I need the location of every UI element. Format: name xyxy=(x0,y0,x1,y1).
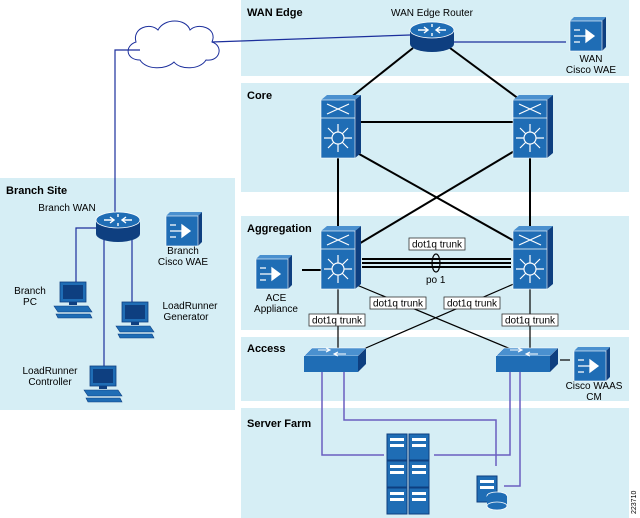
access-left-switch-icon xyxy=(303,347,367,373)
ace-appliance-icon xyxy=(255,254,293,290)
tag-box-left-down-trunk xyxy=(308,313,366,327)
link-cloud-to-wan-router xyxy=(211,34,411,43)
agg-left-switch-icon xyxy=(320,225,362,290)
wan-wae-label-line1: WAN xyxy=(580,54,603,65)
agg-right-switch-icon xyxy=(512,225,554,290)
zone-label-access: Access xyxy=(247,343,286,355)
lr-controller-label-line1: LoadRunner xyxy=(22,366,78,377)
lr-generator-label-line2: Generator xyxy=(163,312,209,323)
link-core-right-agg-left xyxy=(351,149,517,249)
zone-label-server-farm: Server Farm xyxy=(247,418,311,430)
zone-label-aggregation: Aggregation xyxy=(247,223,312,235)
zone-label-core: Core xyxy=(247,90,272,102)
link-wan-router-core-right xyxy=(449,47,524,103)
lr-controller-label-line2: Controller xyxy=(28,377,72,388)
wan-wae-icon xyxy=(569,16,607,52)
core-right-switch-icon xyxy=(512,94,554,159)
branch-wan-label: Branch WAN xyxy=(38,203,95,214)
tag-box-cross-trunk-right xyxy=(443,296,501,310)
tag-cross-trunk-right: dot1q trunk xyxy=(447,299,498,310)
link-cloud-to-branch xyxy=(114,49,140,220)
waas-cm-label-line1: Cisco WAAS xyxy=(566,381,623,392)
zone-aggregation xyxy=(241,216,629,330)
zone-server-farm xyxy=(241,408,629,518)
tag-box-right-down-trunk xyxy=(501,313,559,327)
tag-box-cross-trunk-left xyxy=(369,296,427,310)
zone-label-branch-site: Branch Site xyxy=(6,185,67,197)
branch-wae-icon xyxy=(165,211,203,247)
tag-box-agg-trunk xyxy=(408,237,466,251)
ace-label-line2: Appliance xyxy=(254,304,298,315)
branch-wae-label-line1: Branch xyxy=(167,246,199,257)
tag-right-down-trunk: dot1q trunk xyxy=(505,316,556,327)
tag-cross-trunk-left: dot1q trunk xyxy=(373,299,424,310)
branch-pc-label-line1: Branch xyxy=(14,286,46,297)
link-acc-left-to-servers-2 xyxy=(343,372,497,466)
ace-label-line1: ACE xyxy=(266,293,287,304)
link-acc-left-to-servers-1 xyxy=(321,372,384,456)
link-wan-router-core-left xyxy=(344,47,414,103)
branch-wae-label-line2: Cisco WAE xyxy=(158,257,209,268)
tag-port-channel: po 1 xyxy=(426,275,446,286)
link-branch-to-pc xyxy=(75,227,98,282)
link-core-left-agg-right xyxy=(351,149,517,243)
tag-left-down-trunk: dot1q trunk xyxy=(312,316,363,327)
core-left-switch-icon xyxy=(320,94,362,159)
port-channel-ring xyxy=(431,253,441,273)
access-right-switch-icon xyxy=(495,347,559,373)
zone-label-wan-edge: WAN Edge xyxy=(247,7,303,19)
branch-wan-router-icon xyxy=(95,211,141,243)
branch-pc-label-line2: PC xyxy=(23,297,37,308)
waas-cm-label-line2: CM xyxy=(586,392,602,403)
wan-edge-router-icon xyxy=(409,21,455,53)
lr-generator-label-line1: LoadRunner xyxy=(162,301,218,312)
waas-cm-icon xyxy=(573,346,611,382)
wan-wae-label-line2: Cisco WAE xyxy=(566,65,617,76)
wan-cloud-icon xyxy=(127,20,220,69)
link-acc-right-to-servers-1 xyxy=(434,372,511,456)
storage-server-icon xyxy=(476,475,508,511)
wan-edge-router-label: WAN Edge Router xyxy=(391,8,474,19)
link-agg-left-acc-right xyxy=(351,282,514,351)
zone-core xyxy=(241,83,629,192)
link-acc-right-to-servers-2 xyxy=(504,372,521,487)
tag-agg-trunk: dot1q trunk xyxy=(412,240,463,251)
link-agg-right-acc-left xyxy=(351,282,517,355)
figure-id: 223710 xyxy=(631,491,638,514)
